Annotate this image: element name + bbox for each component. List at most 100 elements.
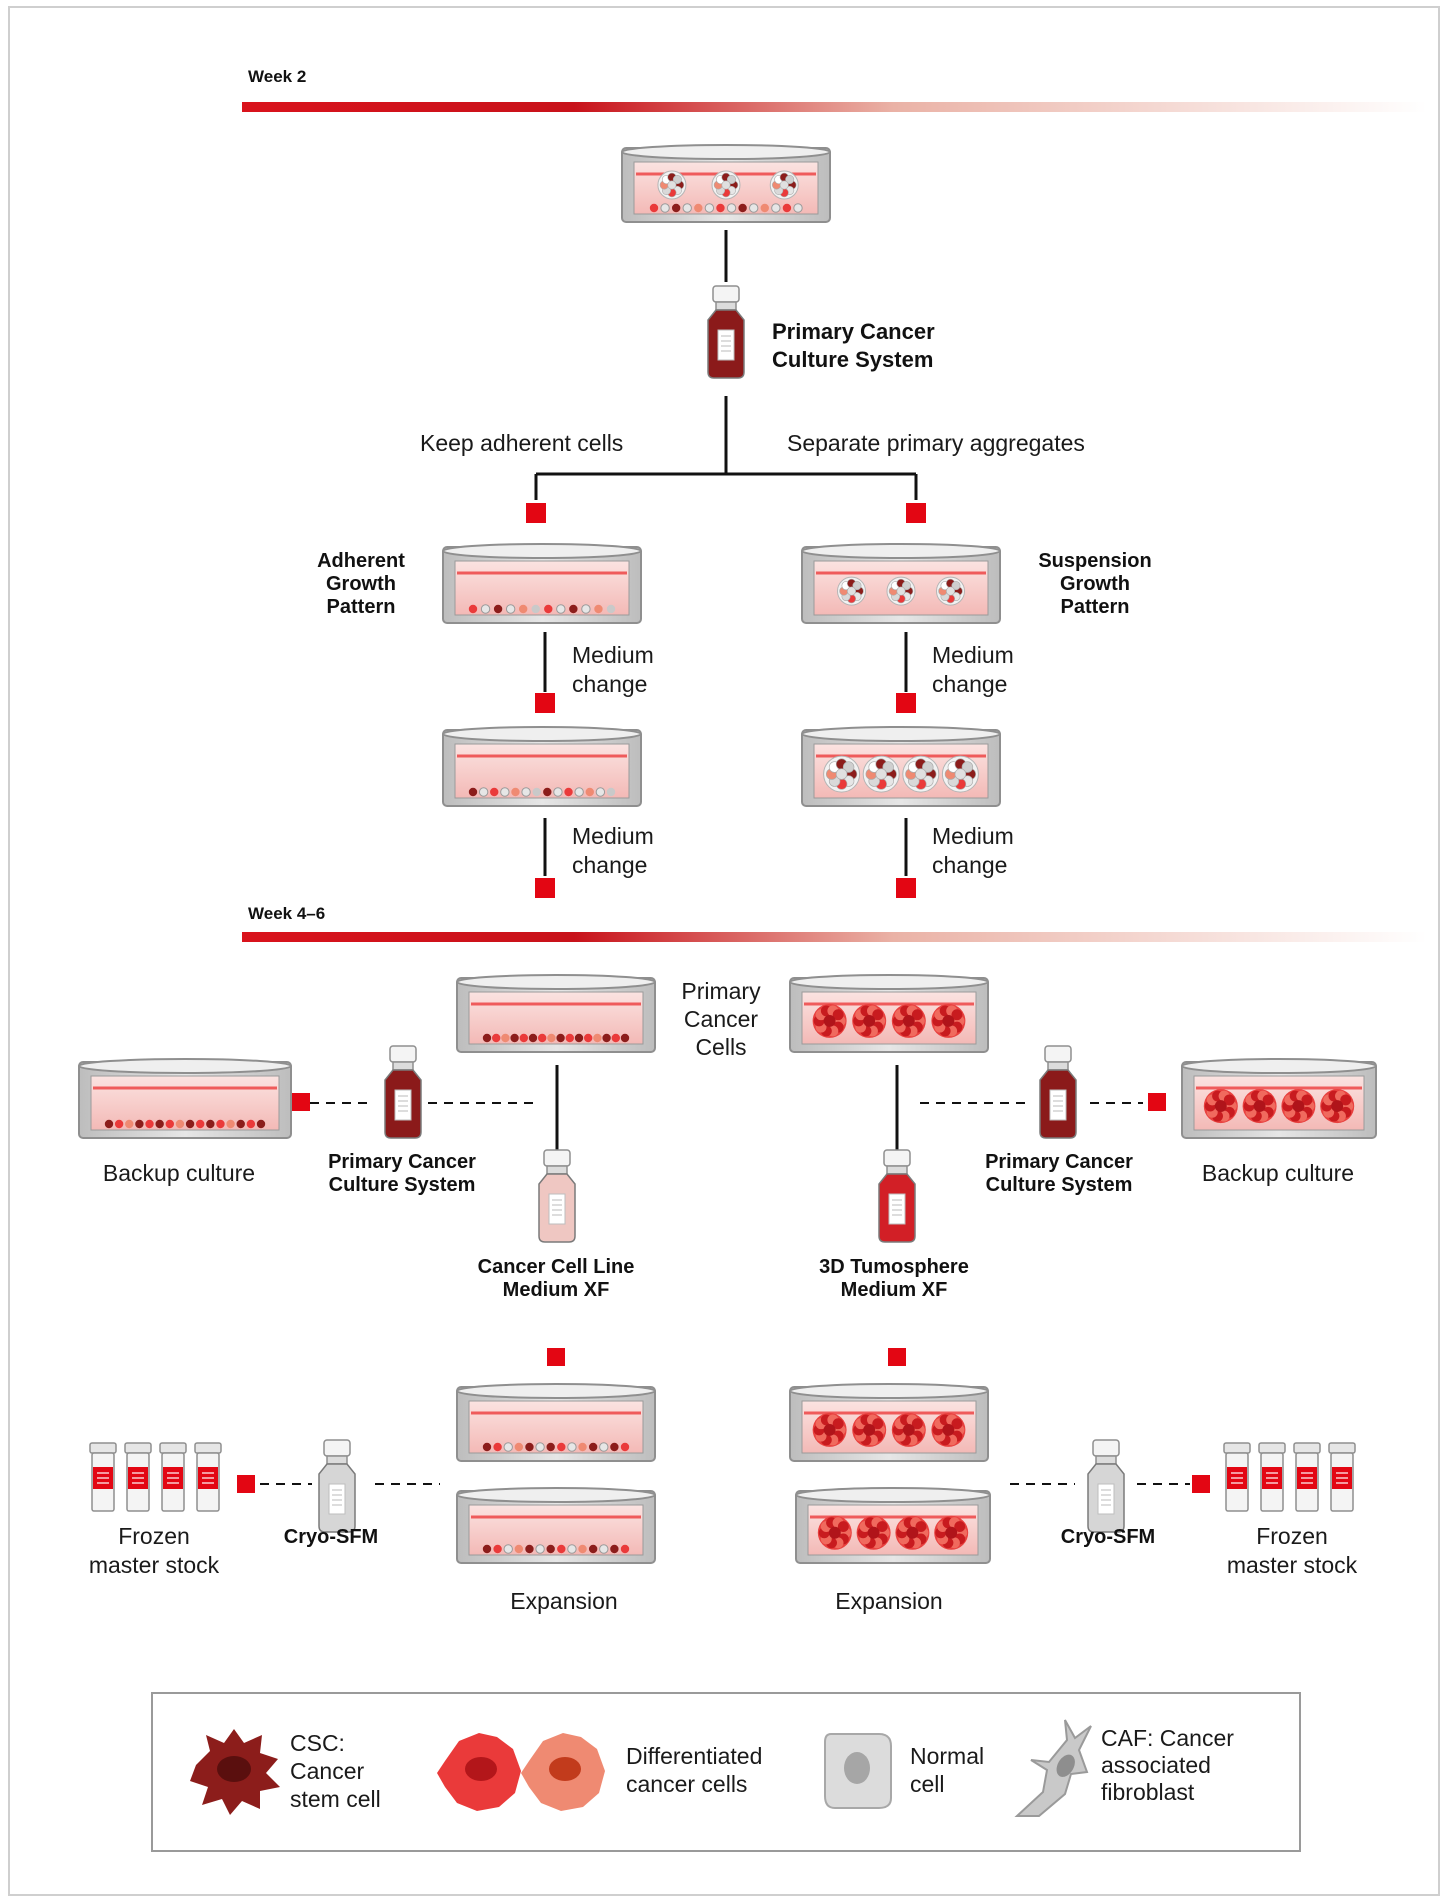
- normal-cell: [771, 203, 781, 213]
- normal-cell: [599, 1544, 609, 1554]
- legend-box: [151, 1692, 1301, 1852]
- differentiated-cell: [196, 1119, 205, 1129]
- medium-change-labels: Medium change Medium change Medium chang…: [572, 642, 1014, 878]
- cryo-left-label: Cryo-SFM: [284, 1526, 378, 1548]
- differentiated-cell: [716, 203, 725, 213]
- bottle-cap: [712, 285, 740, 303]
- cell-line-medium-line2: Medium XF: [503, 1279, 610, 1301]
- medium-change-a2-line2: change: [572, 852, 647, 878]
- differentiated-cell: [538, 1033, 547, 1043]
- frozen-stock-right: Frozen master stock: [1227, 1523, 1358, 1578]
- normal-cell: [535, 1544, 545, 1554]
- dashed-connectors: [260, 1102, 1190, 1485]
- cryovial-icon: [1328, 1442, 1356, 1512]
- timeline-week2: Week 2: [242, 67, 1427, 112]
- legend-caf-line3: fibroblast: [1101, 1779, 1195, 1805]
- differentiated-cell: [175, 1119, 185, 1129]
- cryovial-icon: [89, 1442, 117, 1512]
- tumosphere: [895, 1515, 930, 1550]
- marker: [1192, 1475, 1210, 1493]
- marker: [237, 1475, 255, 1493]
- dish-rim: [621, 144, 831, 160]
- culture-dish: [801, 543, 1001, 624]
- normal-cell: [505, 604, 516, 614]
- aggregate: [837, 576, 866, 606]
- differentiated-cell: [518, 604, 528, 614]
- normal-cell: [478, 787, 489, 797]
- bottle-label: [328, 1483, 346, 1515]
- differentiated-cell: [490, 787, 499, 797]
- bottle-label: [1097, 1483, 1115, 1515]
- aggregate: [941, 755, 979, 793]
- culture-dish: [442, 726, 642, 807]
- vial-cap: [1293, 1442, 1321, 1454]
- normal-cell: [682, 203, 692, 213]
- medium-change-s1-line2: change: [932, 671, 1007, 697]
- differentiated-cell: [649, 203, 659, 213]
- tumosphere-medium-line2: Medium XF: [841, 1279, 948, 1301]
- caf-cell: [606, 787, 616, 797]
- culture-dish: [456, 974, 656, 1053]
- cryovial-icon: [1293, 1442, 1321, 1512]
- differentiated-cell: [584, 1033, 593, 1043]
- marker: [896, 878, 916, 898]
- legend-csc-text: CSC: Cancer stem cell: [290, 1730, 381, 1812]
- normal-cell: [595, 787, 606, 797]
- pccs-right-label: Primary Cancer Culture System: [985, 1151, 1133, 1196]
- vial-cap: [124, 1442, 152, 1454]
- marker: [292, 1093, 310, 1111]
- primary-cells-label: Primary Cancer Cells: [681, 978, 761, 1060]
- normal-cell: [567, 1442, 577, 1452]
- timeline-week46: Week 4–6: [242, 904, 1427, 942]
- culture-dish: [456, 1487, 656, 1564]
- tumosphere-medium-line1: 3D Tumosphere: [819, 1256, 969, 1278]
- adherent-title-line1: Adherent: [317, 550, 405, 572]
- marker: [906, 503, 926, 523]
- adherent-title-line3: Pattern: [327, 596, 396, 618]
- aggregate: [823, 755, 861, 793]
- vial-cap: [1328, 1442, 1356, 1454]
- csc-cell: [104, 1119, 114, 1129]
- tumosphere-medium-label: 3D Tumosphere Medium XF: [819, 1256, 969, 1301]
- frozen-right-line2: master stock: [1227, 1552, 1358, 1578]
- bottle-cap: [1092, 1439, 1120, 1457]
- tumosphere: [891, 1003, 926, 1038]
- csc-cell: [525, 1442, 534, 1452]
- separate-aggregates-label: Separate primary aggregates: [787, 430, 1085, 456]
- csc-cell: [482, 1544, 492, 1554]
- bottle-neck: [715, 301, 737, 311]
- connectors: [534, 230, 918, 1150]
- pccs-bottle-left: [384, 1045, 422, 1139]
- normal-cell: [574, 787, 584, 797]
- csc-cell: [543, 787, 552, 797]
- backup-culture-left: Backup culture: [103, 1160, 255, 1186]
- dish-rim: [801, 726, 1001, 742]
- week2-label: Week 2: [248, 67, 306, 86]
- differentiated-cell-icon-light: [521, 1733, 605, 1811]
- bottle-label: [717, 329, 735, 361]
- caf-cell-icon: [1014, 1719, 1092, 1817]
- pccs-left-line2: Culture System: [329, 1174, 476, 1196]
- dish-rim: [78, 1058, 292, 1074]
- tumosphere: [1281, 1089, 1316, 1124]
- differentiated-cell: [514, 1442, 524, 1452]
- bottle-neck: [1047, 1061, 1069, 1071]
- bottle-label: [888, 1193, 906, 1225]
- tumosphere: [812, 1412, 847, 1447]
- legend-normal-line2: cell: [910, 1771, 945, 1797]
- csc-cell: [510, 1033, 519, 1043]
- marker: [888, 1348, 906, 1366]
- backup-culture-right: Backup culture: [1202, 1160, 1354, 1186]
- aggregate: [902, 755, 940, 793]
- expansion-left: Expansion: [510, 1588, 617, 1614]
- differentiated-cell: [519, 1033, 528, 1043]
- differentiated-cell: [145, 1119, 154, 1129]
- differentiated-cell: [493, 1544, 502, 1554]
- bottle-label: [1049, 1089, 1067, 1121]
- cryovial-icon: [194, 1442, 222, 1512]
- week46-label: Week 4–6: [248, 904, 325, 923]
- aggregate: [886, 576, 916, 606]
- cryovial-icon: [1223, 1442, 1251, 1512]
- differentiated-cell: [611, 1033, 620, 1043]
- medium-change-s2-line2: change: [932, 852, 1007, 878]
